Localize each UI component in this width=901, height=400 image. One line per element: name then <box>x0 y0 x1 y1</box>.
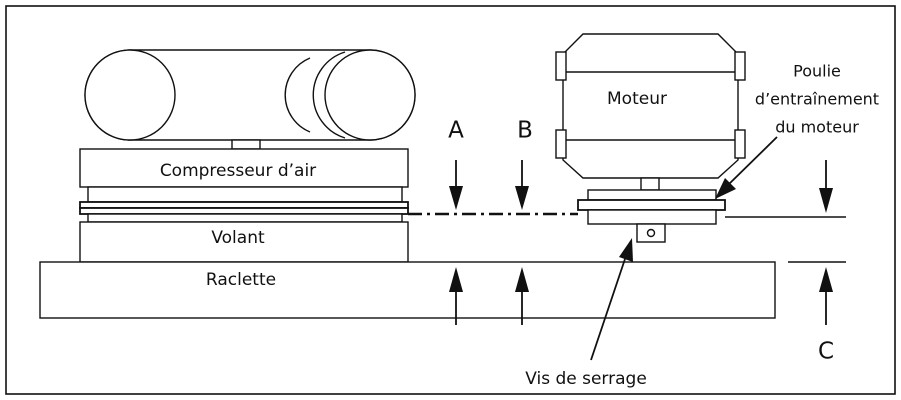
arrow-a-up-head <box>449 267 463 292</box>
motor-pulley-groove <box>577 199 726 211</box>
flywheel-block <box>79 221 409 263</box>
motor-mount-top-right <box>734 51 746 81</box>
belt-band-lower <box>79 207 409 215</box>
compressor-spacer <box>87 186 403 203</box>
pulley-callout-shaft <box>726 136 778 187</box>
arrow-c-up-head <box>819 267 833 292</box>
diagram-frame <box>5 5 896 395</box>
flywheel-label: Volant <box>211 228 265 248</box>
air-tank-curve <box>312 51 346 139</box>
motor-pulley-top <box>587 189 717 201</box>
marker-a: A <box>448 118 464 144</box>
clamp-screw-label: Vis de serrage <box>525 369 647 389</box>
clamp-screw-callout-shaft <box>590 255 627 361</box>
motor-mount-top-left <box>555 51 567 81</box>
arrow-b-down-head <box>515 186 529 210</box>
arrow-c-down-head <box>819 188 833 213</box>
air-tank-assembly <box>84 49 416 141</box>
marker-c: C <box>818 339 834 365</box>
pulley-callout-head <box>715 178 736 199</box>
arrow-a-down-head <box>449 186 463 210</box>
air-tank-left-end <box>84 49 176 141</box>
air-tank-right-end <box>324 49 416 141</box>
clamp-screw-callout-head <box>619 238 633 262</box>
motor-shaft <box>640 177 660 191</box>
motor-label: Moteur <box>607 89 667 109</box>
motor-assembly: Moteur <box>555 33 746 179</box>
motor-mount-bottom-right <box>734 129 746 159</box>
motor-mount-bottom-left <box>555 129 567 159</box>
pulley-label-line3: du moteur <box>775 118 859 137</box>
scraper-label: Raclette <box>206 270 276 290</box>
belt-band-inner <box>87 213 403 223</box>
air-tank-curve-inner <box>284 57 311 133</box>
clamp-screw-hole <box>646 228 656 238</box>
motor-pulley-bottom <box>587 209 717 225</box>
pulley-label-line2: d’entraînement <box>755 90 879 109</box>
arrow-b-up-head <box>515 267 529 292</box>
tank-stand <box>231 139 261 150</box>
motor-body <box>562 33 739 179</box>
marker-b: B <box>517 118 533 144</box>
compressor-label: Compresseur d’air <box>160 161 316 181</box>
pulley-label-line1: Poulie <box>793 62 841 81</box>
scraper-plate <box>39 261 776 319</box>
